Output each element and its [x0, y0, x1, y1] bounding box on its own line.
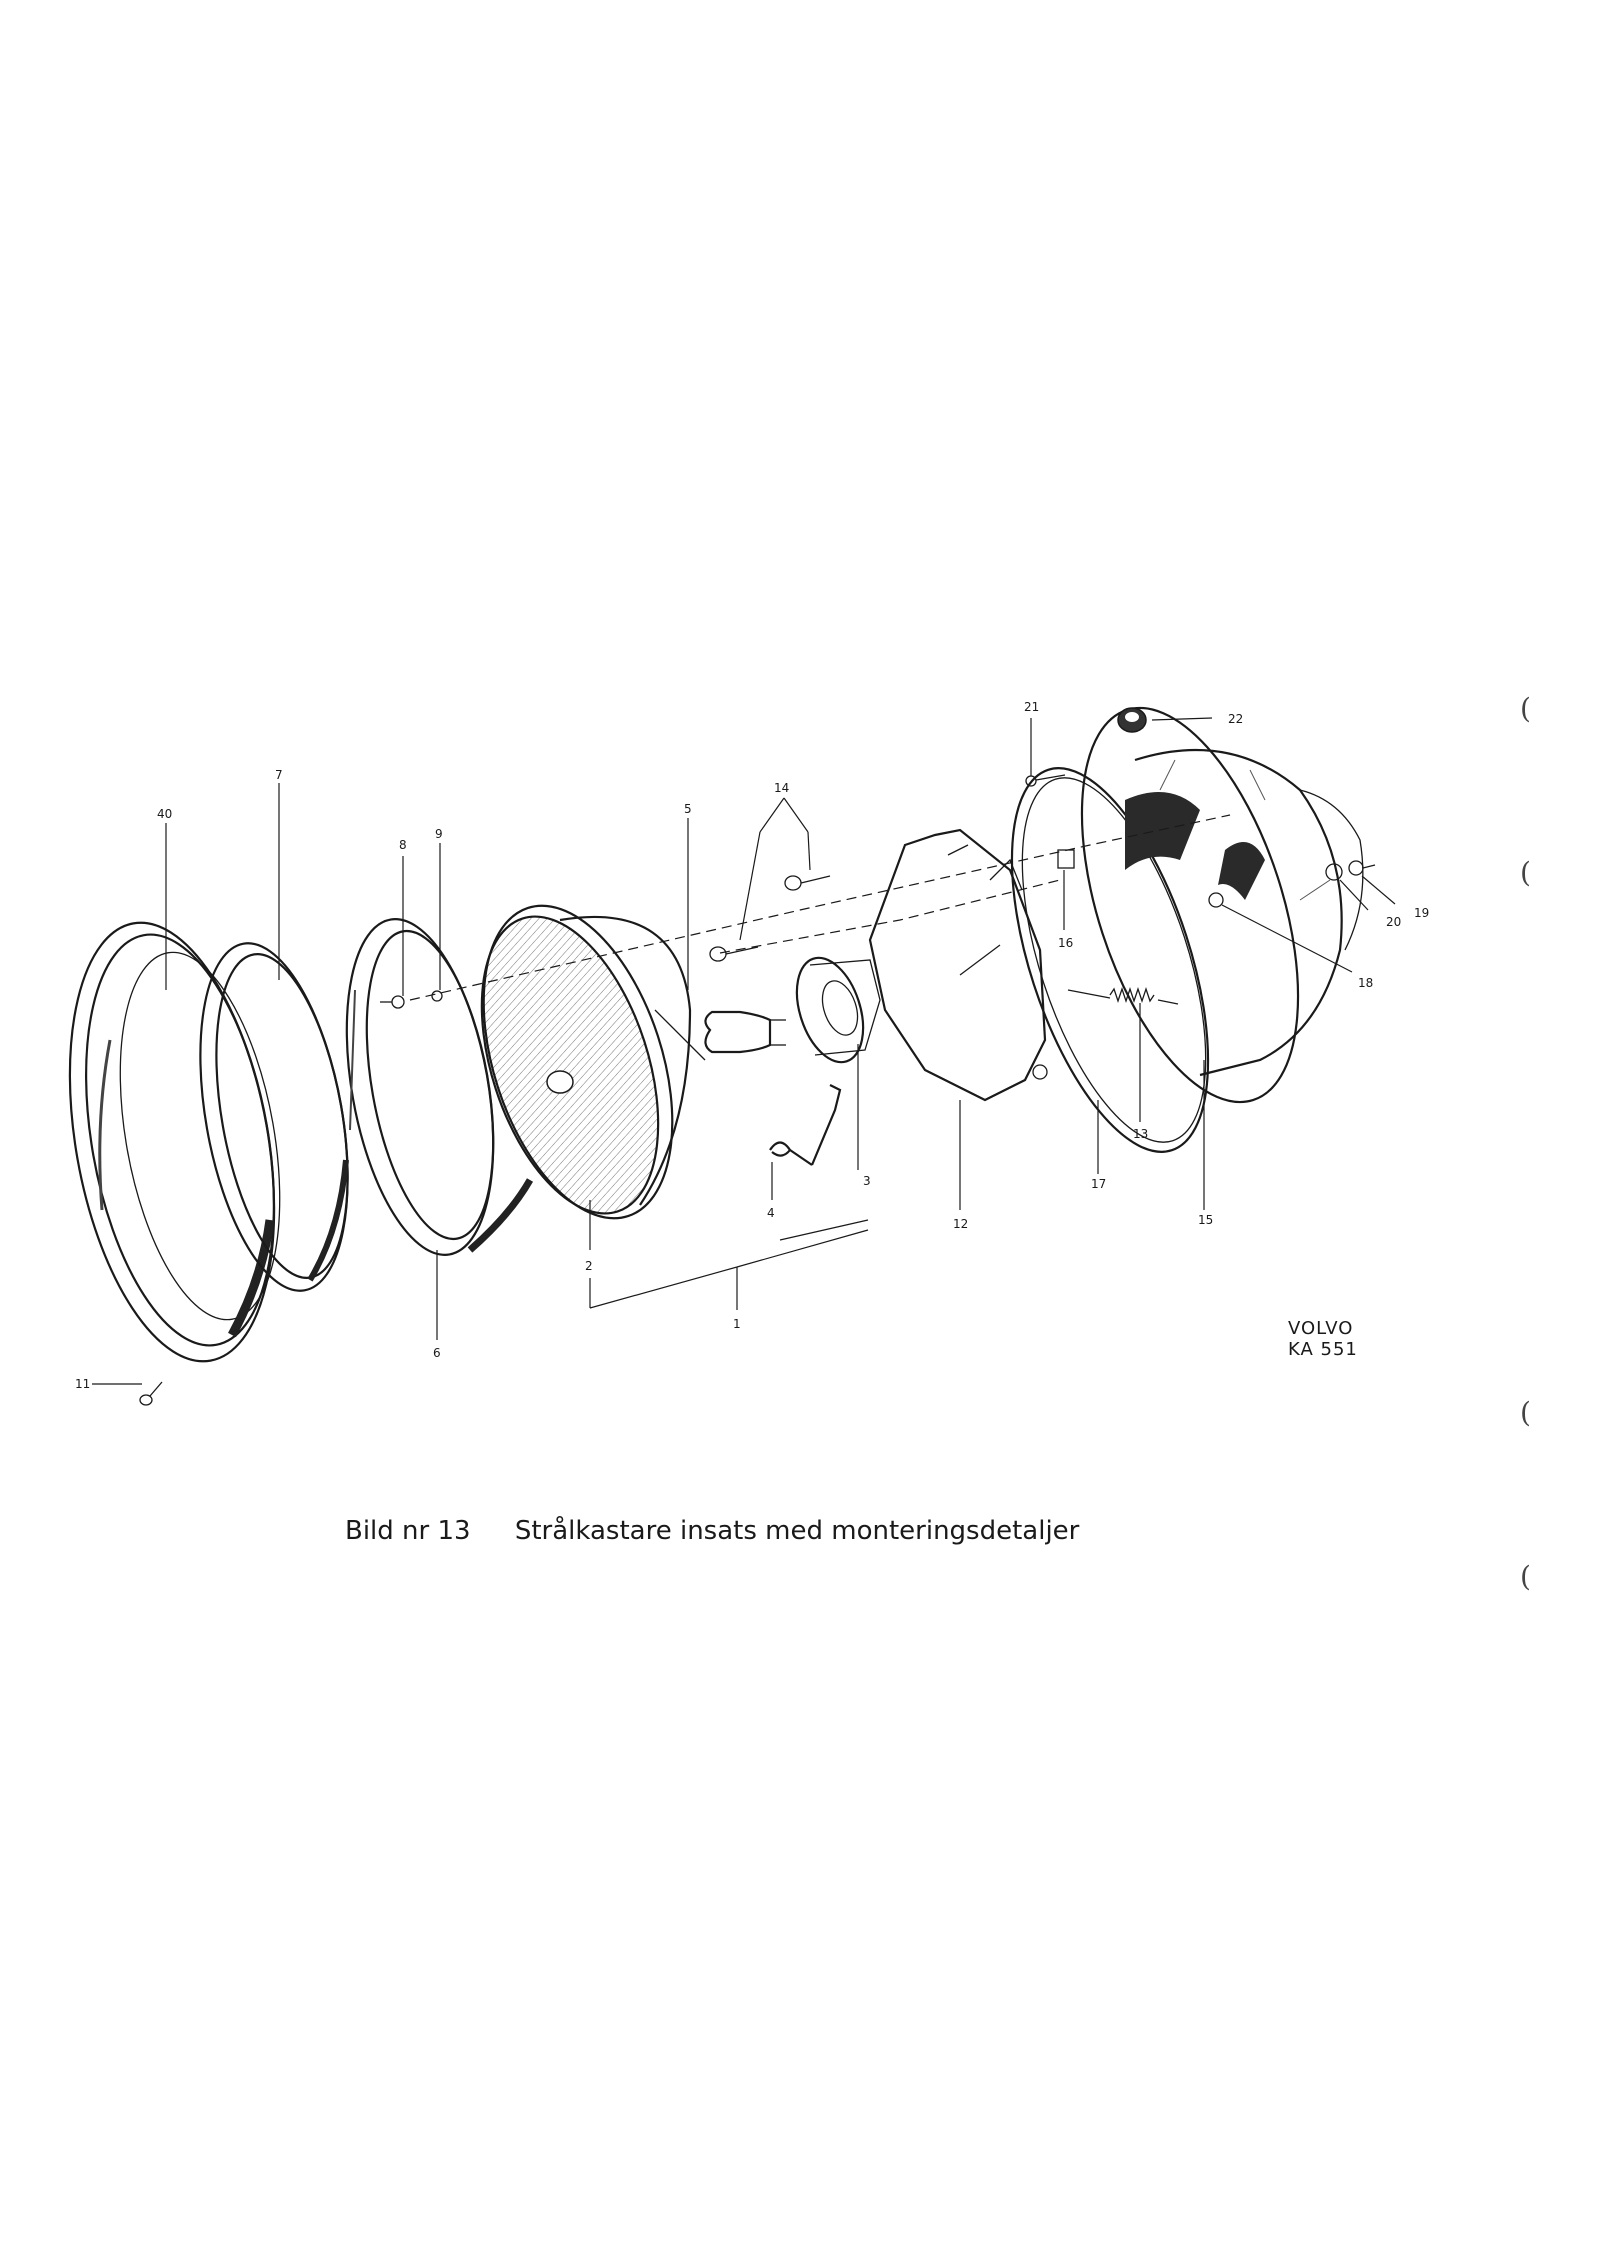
part-4-spring-clip: [769, 1084, 842, 1166]
figure-caption: Bild nr 13 Strålkastare insats med monte…: [345, 1516, 1079, 1546]
part-18-screw: [1208, 892, 1224, 908]
margin-mark: (: [1520, 1560, 1531, 1593]
part-16-nut: [1057, 849, 1075, 869]
callout-3: 3: [863, 1174, 871, 1188]
callout-16: 16: [1058, 936, 1073, 950]
part-20-washer: [1325, 863, 1343, 881]
margin-mark: (: [1520, 1396, 1531, 1429]
callout-8: 8: [399, 838, 407, 852]
part-13-spring: [1067, 986, 1179, 1005]
figure-title: Strålkastare insats med monteringsdetalj…: [514, 1516, 1080, 1546]
part-2-lens: [480, 904, 706, 1220]
margin-mark: (: [1520, 856, 1531, 889]
part-11-screw: [139, 1381, 163, 1406]
callout-20: 20: [1386, 915, 1401, 929]
part-9-screw: [431, 990, 443, 1002]
assembly-axis-lines: [409, 814, 1231, 1001]
callout-9: 9: [435, 827, 443, 841]
figure-number: Bild nr 13: [345, 1516, 471, 1546]
leader-lines: [92, 717, 1396, 1385]
part-8-screw: [380, 995, 405, 1009]
part-40-trim-rim: [68, 921, 281, 1363]
part-6-retaining-ring: [345, 918, 534, 1256]
drawing-stamp: VOLVO KA 551: [1288, 1318, 1358, 1360]
stamp-brand: VOLVO: [1288, 1318, 1354, 1339]
callout-labels: 40 7 8 9 5 14 21 22 16 19 20 18 13 17 15…: [75, 700, 1429, 1391]
callout-14: 14: [774, 781, 789, 795]
callout-11: 11: [75, 1377, 90, 1391]
callout-40: 40: [157, 807, 172, 821]
callout-6: 6: [433, 1346, 441, 1360]
margin-mark: (: [1520, 692, 1531, 725]
callout-1: 1: [733, 1317, 741, 1331]
part-14-screw-lower: [709, 946, 759, 962]
stamp-code: KA 551: [1288, 1339, 1358, 1360]
callout-4: 4: [767, 1206, 775, 1220]
part-12-mounting-plate: [868, 828, 1048, 1102]
callout-12: 12: [953, 1217, 968, 1231]
part-22-grommet: [1117, 707, 1147, 733]
part-15-housing: [1080, 706, 1364, 1104]
callout-22: 22: [1228, 712, 1243, 726]
callout-15: 15: [1198, 1213, 1213, 1227]
callout-19: 19: [1414, 906, 1429, 920]
callout-17: 17: [1091, 1177, 1106, 1191]
callout-7: 7: [275, 768, 283, 782]
part-17-wire-ring: [1010, 767, 1210, 1153]
part-5-bulb: [704, 1010, 786, 1054]
callout-5: 5: [684, 802, 692, 816]
part-3-bulb-holder: [795, 956, 881, 1064]
callout-21: 21: [1024, 700, 1039, 714]
part-7-seal-ring: [199, 942, 349, 1292]
callout-13: 13: [1133, 1127, 1148, 1141]
callout-18: 18: [1358, 976, 1373, 990]
callout-2: 2: [585, 1259, 593, 1273]
part-14-screw-upper: [784, 875, 831, 891]
part-19-screw: [1348, 860, 1376, 876]
